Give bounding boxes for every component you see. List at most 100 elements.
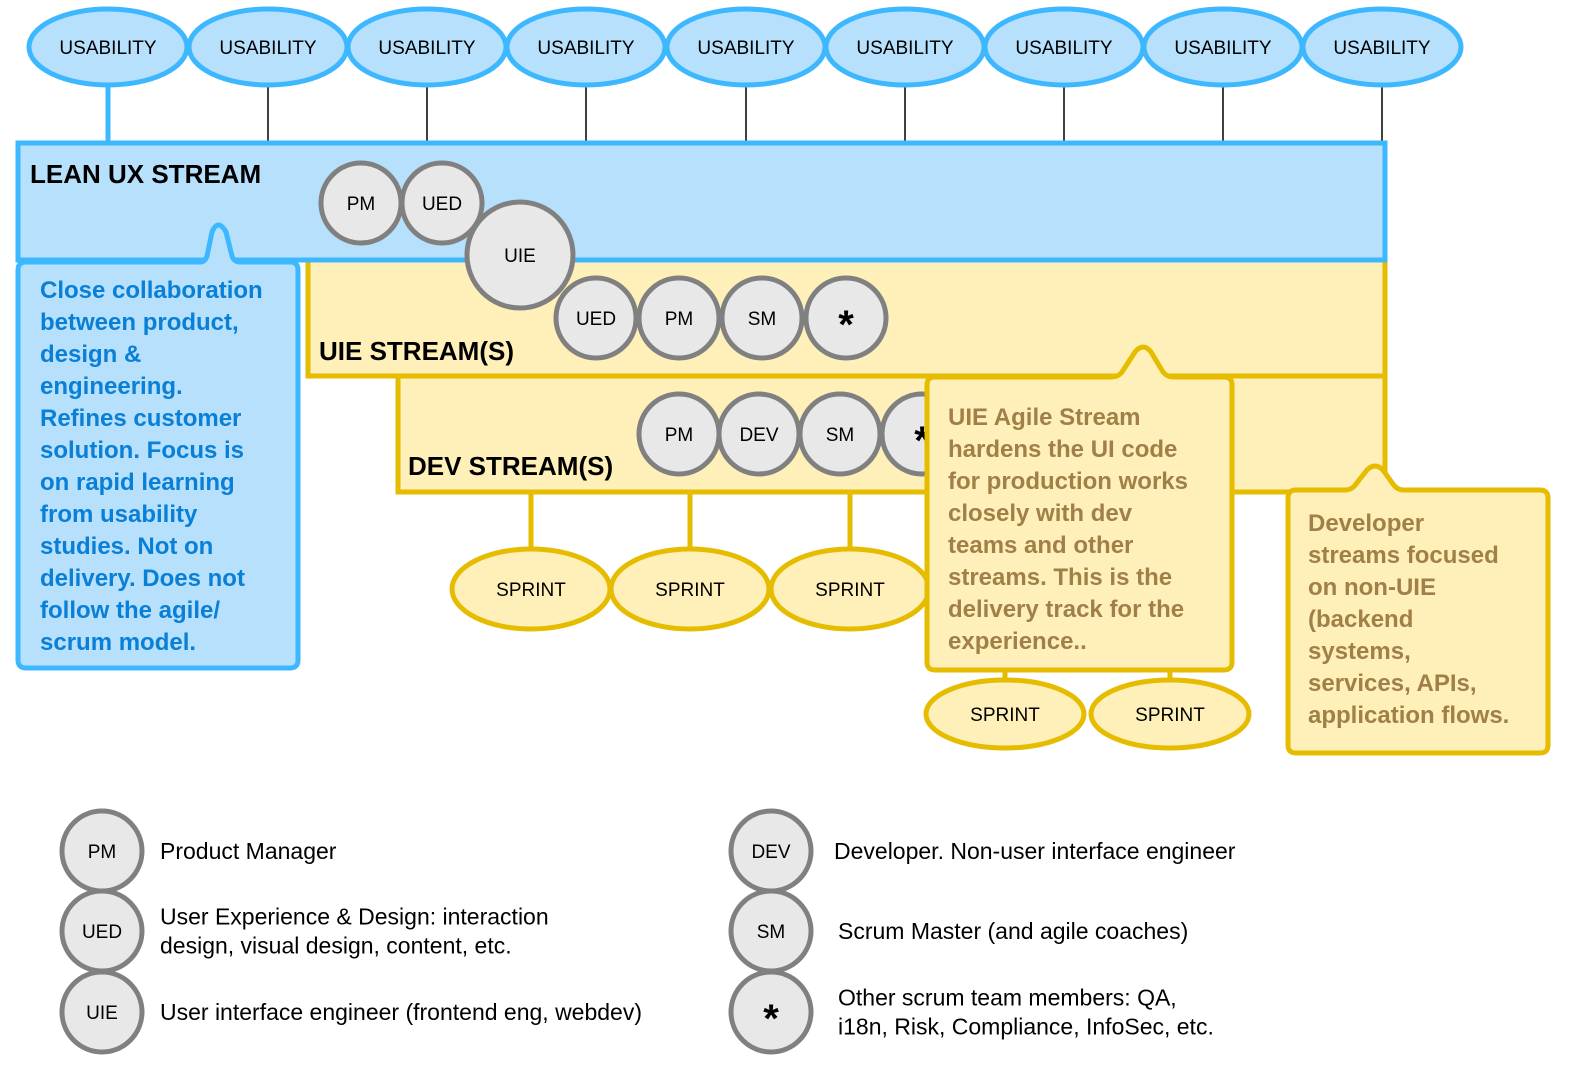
- note-line: closely with dev: [948, 500, 1133, 527]
- usability-node: USABILITY: [504, 6, 668, 88]
- sprint-row-continued: SPRINT SPRINT: [923, 677, 1252, 751]
- role-label: SM: [826, 425, 855, 446]
- note-line: on rapid learning: [40, 469, 235, 496]
- role-label: UIE: [504, 246, 536, 267]
- dev-callout: [1285, 463, 1551, 756]
- role-circle: [719, 275, 805, 361]
- role-badge: DEV: [728, 808, 814, 894]
- role-badge: SM: [728, 888, 814, 974]
- role-badge: UIE: [59, 969, 145, 1055]
- usability-ellipse: [1300, 6, 1464, 88]
- role-badge: PM: [59, 808, 145, 894]
- uie-stream-title: UIE STREAM(S): [319, 336, 514, 366]
- usability-node: USABILITY: [1300, 6, 1464, 88]
- legend-description: User Experience & Design: interaction: [160, 904, 549, 930]
- sprint-label: SPRINT: [655, 580, 725, 601]
- usability-label: USABILITY: [219, 38, 316, 59]
- usability-row: USABILITY USABILITY USABILITY USABILITY USAB…: [26, 6, 1464, 88]
- legend-item: * Other scrum team members: QA, i18n, Risk…: [728, 969, 1214, 1055]
- role-label: DEV: [739, 425, 778, 446]
- lean-ux-stream-title: LEAN UX STREAM: [30, 159, 261, 189]
- legend-description: i18n, Risk, Compliance, InfoSec, etc.: [838, 1014, 1214, 1040]
- note-line: for production works: [948, 468, 1188, 495]
- usability-label: USABILITY: [537, 38, 634, 59]
- role-circle: [399, 160, 485, 246]
- usability-label: USABILITY: [697, 38, 794, 59]
- role-badge: *: [728, 969, 814, 1055]
- uie-callout: [924, 344, 1235, 673]
- legend-description: design, visual design, content, etc.: [160, 933, 512, 959]
- role-label: SM: [748, 309, 777, 330]
- sprint-node: SPRINT: [608, 546, 772, 632]
- dev-note-text: Developer streams focused on non-UIE (backe…: [1308, 510, 1509, 729]
- note-line: teams and other: [948, 532, 1133, 559]
- usability-label: USABILITY: [1174, 38, 1271, 59]
- usability-label: USABILITY: [59, 38, 156, 59]
- note-line: UIE Agile Stream: [948, 404, 1141, 431]
- role-label: UIE: [86, 1003, 118, 1024]
- usability-label: USABILITY: [856, 38, 953, 59]
- role-badge: UED: [399, 160, 485, 246]
- sprint-label: SPRINT: [815, 580, 885, 601]
- note-line: streams. This is the: [948, 564, 1172, 591]
- legend-item: UED User Experience & Design: interaction…: [59, 888, 549, 974]
- sprint-label: SPRINT: [496, 580, 566, 601]
- sprint-node: SPRINT: [449, 546, 613, 632]
- role-badge: UED: [553, 275, 639, 361]
- lean-ux-stream-box: [15, 140, 1388, 263]
- usability-node: USABILITY: [1141, 6, 1305, 88]
- sprint-ellipse: [1088, 677, 1252, 751]
- usability-node: USABILITY: [26, 6, 190, 88]
- role-label: PM: [347, 194, 376, 215]
- note-line: Developer: [1308, 510, 1424, 537]
- usability-label: USABILITY: [1015, 38, 1112, 59]
- note-line: systems,: [1308, 638, 1411, 665]
- role-label: UED: [82, 922, 122, 943]
- legend-description: Product Manager: [160, 838, 337, 864]
- note-line: (backend: [1308, 606, 1413, 633]
- legend-description: Other scrum team members: QA,: [838, 985, 1177, 1011]
- role-label: *: [838, 303, 854, 347]
- note-line: follow the agile/: [40, 597, 220, 624]
- usability-node: USABILITY: [664, 6, 828, 88]
- role-badge: PM: [636, 391, 722, 477]
- legend-item: DEV Developer. Non-user interface enginee…: [728, 808, 1236, 894]
- sprint-node: SPRINT: [1088, 677, 1252, 751]
- role-badge: SM: [797, 391, 883, 477]
- sprint-row: SPRINT SPRINT SPRINT: [449, 546, 932, 632]
- note-line: streams focused: [1308, 542, 1499, 569]
- role-label: SM: [757, 922, 786, 943]
- usability-node: USABILITY: [823, 6, 987, 88]
- sprint-label: SPRINT: [970, 705, 1040, 726]
- role-label: *: [763, 997, 779, 1041]
- role-badge: *: [803, 275, 889, 361]
- note-line: solution. Focus is: [40, 437, 244, 464]
- note-line: delivery. Does not: [40, 565, 245, 592]
- role-label: PM: [665, 309, 694, 330]
- note-line: on non-UIE: [1308, 574, 1436, 601]
- role-badge: UIE: [464, 199, 576, 311]
- role-label: UED: [422, 194, 462, 215]
- note-line: between product,: [40, 309, 239, 336]
- legend-description: User interface engineer (frontend eng, w…: [160, 999, 642, 1025]
- note-line: experience..: [948, 628, 1087, 655]
- legend-description: Developer. Non-user interface engineer: [834, 838, 1236, 864]
- sprint-label: SPRINT: [1135, 705, 1205, 726]
- note-line: application flows.: [1308, 702, 1509, 729]
- note-line: engineering.: [40, 373, 183, 400]
- role-badge: UED: [59, 888, 145, 974]
- usability-node: USABILITY: [345, 6, 509, 88]
- role-circle: [728, 969, 814, 1055]
- role-badge: DEV: [716, 391, 802, 477]
- role-badge: PM: [318, 160, 404, 246]
- role-label: DEV: [751, 842, 790, 863]
- role-label: PM: [88, 842, 117, 863]
- note-line: Refines customer: [40, 405, 241, 432]
- note-line: services, APIs,: [1308, 670, 1477, 697]
- legend-description: Scrum Master (and agile coaches): [838, 918, 1188, 944]
- role-label: PM: [665, 425, 694, 446]
